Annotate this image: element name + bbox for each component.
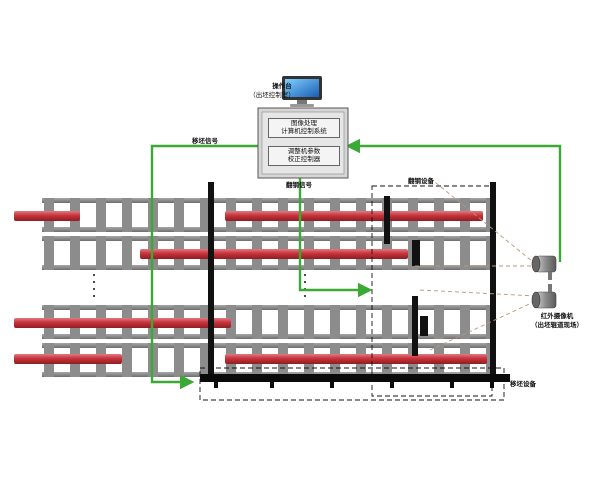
parameter-controller-box: 调整机参数 校正控制器: [268, 146, 340, 166]
roller-segment: [356, 305, 366, 339]
billet: [140, 249, 408, 259]
roller-segment: [122, 236, 132, 270]
image-processing-line2: 计算机控制系统: [281, 127, 327, 136]
roller-tables: [42, 198, 496, 377]
roller-segment: [122, 343, 132, 377]
roller-segment: [42, 236, 494, 241]
roller-segment: [304, 305, 314, 339]
flip-equipment-label: 翻钢设备: [408, 177, 434, 185]
camera-view-lines: [415, 177, 539, 351]
billet: [14, 318, 231, 328]
frame-posts: [208, 182, 496, 382]
roller-segment: [42, 265, 494, 270]
transfer-equipment-label: 移坯设备: [510, 380, 536, 388]
flip-signal-label: 翻钢信号: [286, 181, 312, 189]
roller-segment: [460, 305, 470, 339]
infrared-camera-upper: [531, 255, 557, 280]
infrared-camera-lower: [531, 284, 557, 309]
roller-segment: [42, 305, 494, 310]
roller-segment: [96, 236, 106, 270]
parameter-controller-line2: 校正控制器: [287, 155, 321, 164]
camera-label-line2: （出坯辊道现场）: [531, 321, 583, 329]
roller-segment: [434, 236, 444, 270]
roller-segment: [44, 236, 54, 270]
billet: [225, 211, 483, 221]
operator-station-subtitle: （出坯控制室）: [249, 91, 295, 99]
roller-segment: [382, 305, 392, 339]
operator-station-title: 操作台: [272, 82, 292, 90]
camera-label-line1: 红外摄像机: [540, 312, 574, 320]
transfer-beam: [200, 374, 510, 388]
image-processing-box: 图像处理 计算机控制系统: [268, 118, 340, 138]
roller-segment: [278, 305, 288, 339]
image-processing-line1: 图像处理: [291, 119, 317, 127]
roller-segment: [42, 343, 494, 348]
roller-segment: [252, 305, 262, 339]
billet: [14, 211, 80, 221]
roller-segment: [174, 198, 184, 232]
roller-segment: [330, 305, 340, 339]
roller-segment: [434, 305, 444, 339]
billet: [14, 354, 122, 364]
roller-segment: [122, 198, 132, 232]
computer-monitor: [282, 76, 322, 107]
roller-segment: [42, 334, 494, 339]
signal-lines: [150, 138, 562, 390]
roller-segment: [200, 198, 210, 232]
roller-segment: [460, 236, 470, 270]
ellipsis-dots: [93, 274, 306, 297]
roller-segment: [200, 343, 210, 377]
billets: [14, 211, 487, 364]
roller-segment: [96, 198, 106, 232]
roller-segment: [42, 198, 494, 203]
transfer-signal-label: 移坯信号: [192, 137, 218, 145]
roller-segment: [70, 236, 80, 270]
roller-segment: [174, 343, 184, 377]
roller-segment: [42, 227, 494, 232]
parameter-controller-line1: 调整机参数: [287, 147, 321, 155]
billet: [225, 354, 487, 364]
